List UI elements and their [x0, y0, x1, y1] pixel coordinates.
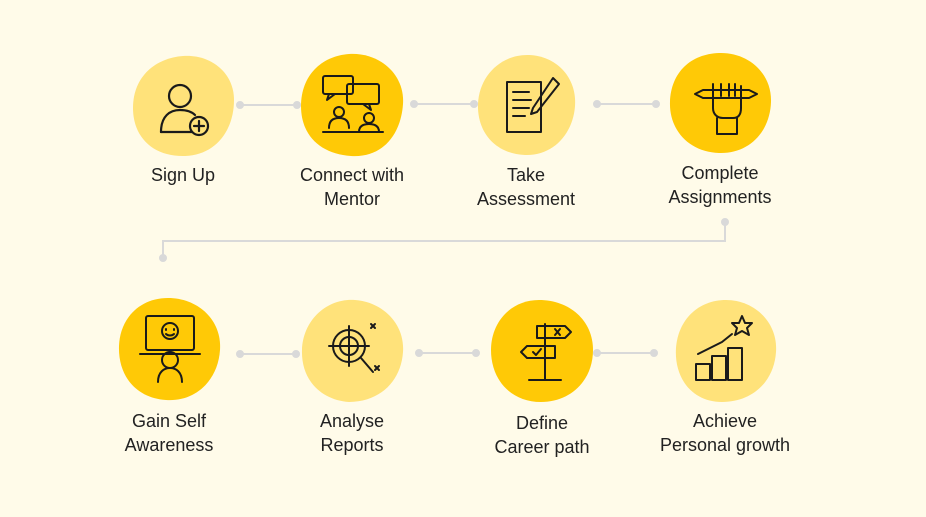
step-label: Complete Assignments: [645, 161, 795, 209]
magnifier-analysis-icon: [328, 323, 380, 373]
step-label-line2: Reports: [320, 435, 384, 455]
step-take-assessment: Take Assessment: [451, 52, 601, 242]
step-label-line1: Gain Self: [131, 411, 207, 431]
signpost-icon: [520, 323, 572, 381]
step-gain-self-awareness: Gain Self Awareness: [94, 296, 244, 486]
step-define-career-path: Define Career path: [467, 298, 617, 488]
growth-steps-star-icon: [695, 315, 753, 381]
step-label-line1: Analyse: [319, 411, 385, 431]
step-blob: [299, 298, 405, 404]
step-label-line1: Take: [506, 165, 546, 185]
step-blob: [489, 298, 595, 404]
step-label-line1: Connect with: [299, 165, 405, 185]
step-label-line2: Assessment: [476, 189, 576, 209]
step-label-line2: Personal growth: [659, 435, 791, 455]
step-label-line1: Sign Up: [150, 165, 216, 185]
step-blob: [473, 52, 579, 158]
step-label: Sign Up: [108, 163, 258, 187]
step-achieve-personal-growth: Achieve Personal growth: [650, 298, 800, 488]
step-label: Define Career path: [467, 411, 617, 459]
step-blob: [299, 52, 405, 158]
step-label: Achieve Personal growth: [650, 409, 800, 457]
self-awareness-icon: [139, 315, 201, 383]
step-label-line1: Complete: [681, 163, 759, 183]
step-label-line1: Achieve: [692, 411, 758, 431]
document-pen-icon: [506, 77, 560, 133]
step-blob: [667, 50, 773, 156]
user-add-icon: [159, 83, 210, 137]
step-label-line1: Define: [515, 413, 569, 433]
step-connect-mentor: Connect with Mentor: [277, 52, 427, 242]
mentor-chat-icon: [322, 75, 384, 133]
step-label-line2: Assignments: [668, 187, 772, 207]
hand-pencil-icon: [694, 83, 758, 135]
step-label: Analyse Reports: [277, 409, 427, 457]
step-blob: [116, 296, 222, 402]
step-analyse-reports: Analyse Reports: [277, 298, 427, 488]
step-blob: [130, 52, 236, 158]
step-label: Take Assessment: [451, 163, 601, 211]
step-label-line2: Career path: [494, 437, 590, 457]
step-label-line2: Mentor: [323, 189, 381, 209]
step-blob: [672, 298, 778, 404]
step-label-line2: Awareness: [124, 435, 214, 455]
step-complete-assignments: Complete Assignments: [645, 50, 795, 240]
step-label: Connect with Mentor: [277, 163, 427, 211]
step-label: Gain Self Awareness: [94, 409, 244, 457]
step-sign-up: Sign Up: [108, 52, 258, 242]
